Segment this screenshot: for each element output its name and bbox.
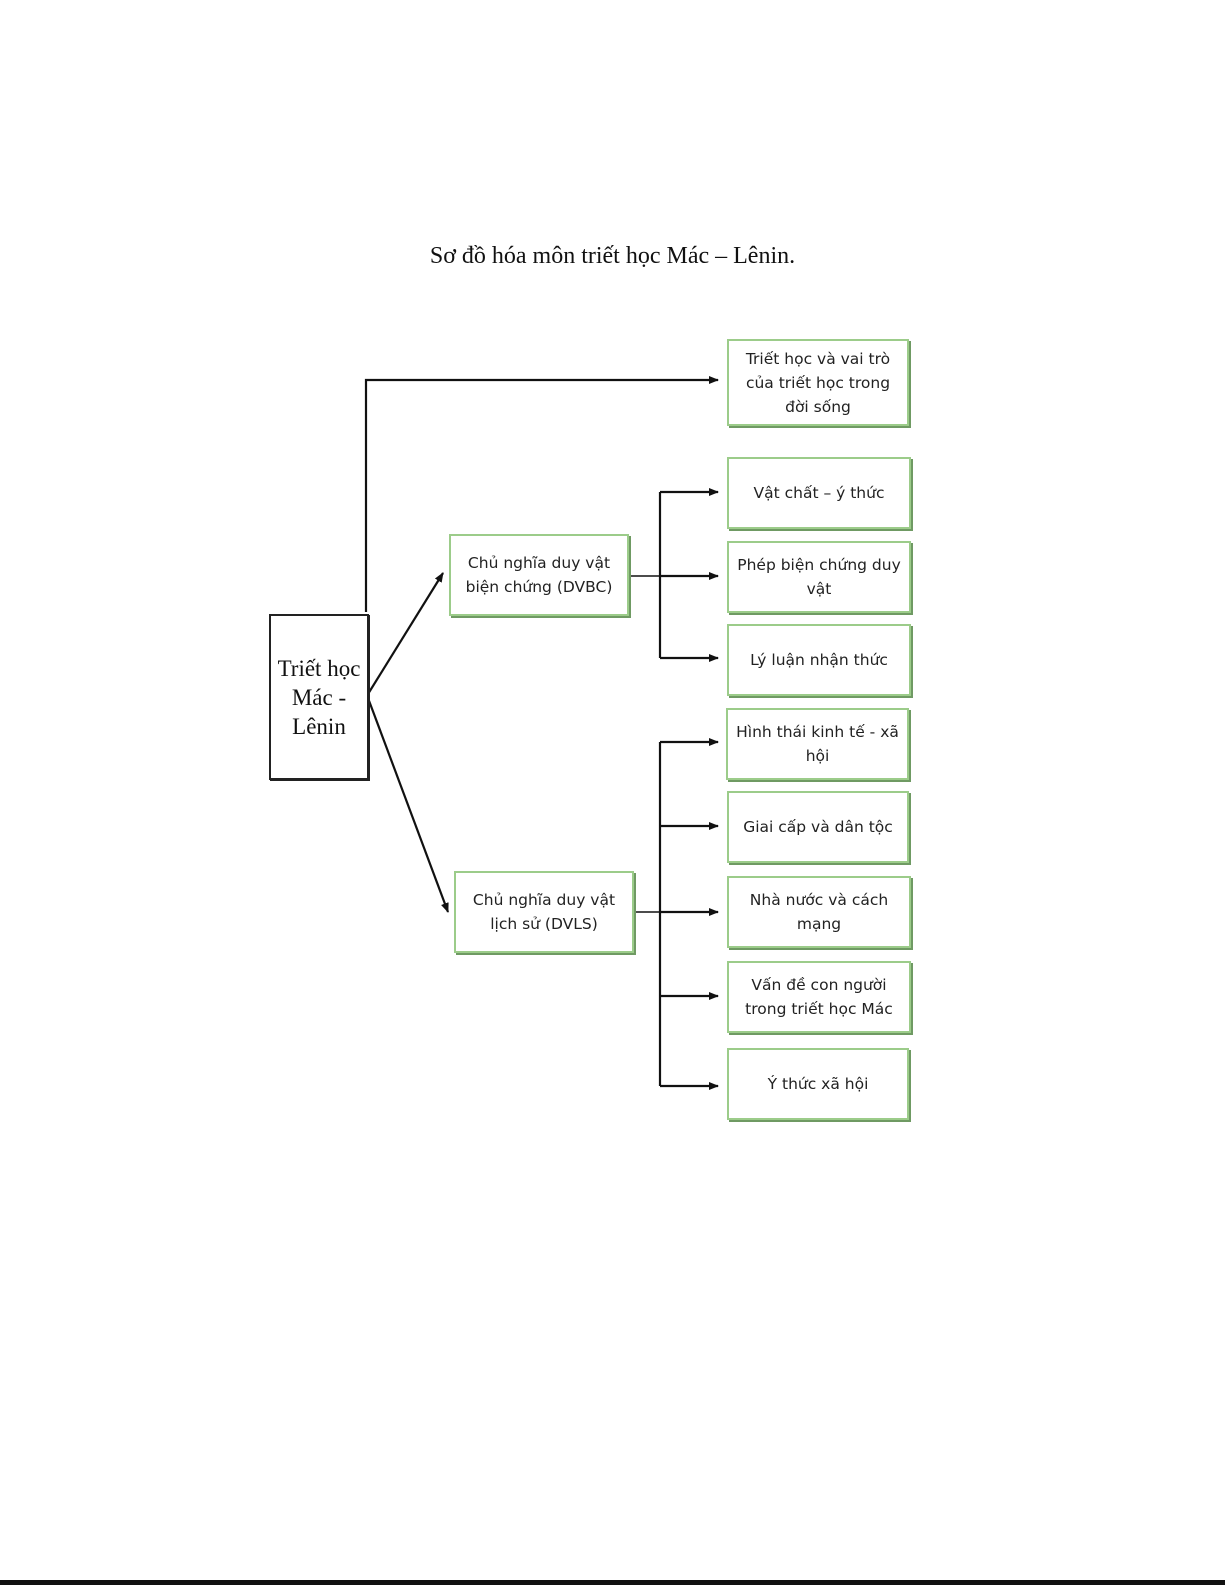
- node-dvbc-child: Phép biện chứng duy vật: [727, 541, 911, 613]
- root-label: Triết học Mác - Lênin: [277, 655, 361, 739]
- node-dvbc: Chủ nghĩa duy vật biện chứng (DVBC): [449, 534, 629, 616]
- node-dvls-child: Nhà nước và cách mạng: [727, 876, 911, 948]
- node-dvbc-child-label: Vật chất – ý thức: [753, 484, 885, 502]
- node-dvbc-child-label: Phép biện chứng duy vật: [737, 556, 901, 598]
- node-dvls-child-label: Giai cấp và dân tộc: [743, 818, 893, 836]
- page-edge-rule: [0, 1580, 1225, 1585]
- node-dvls-child-label: Vấn đề con người trong triết học Mác: [745, 976, 893, 1018]
- node-dvbc-child-label: Lý luận nhận thức: [750, 651, 888, 669]
- node-dvls: Chủ nghĩa duy vật lịch sử (DVLS): [454, 871, 634, 953]
- node-dvls-child-label: Hình thái kinh tế - xã hội: [736, 723, 899, 765]
- node-dvls-child-label: Ý thức xã hội: [767, 1075, 869, 1093]
- node-dvls-child: Ý thức xã hội: [727, 1048, 909, 1120]
- node-dvls-label: Chủ nghĩa duy vật lịch sử (DVLS): [472, 891, 616, 933]
- node-dvbc-label: Chủ nghĩa duy vật biện chứng (DVBC): [465, 554, 613, 596]
- connector-root-to-top: [364, 376, 719, 612]
- connector-root-to-dvbc: [367, 572, 444, 695]
- diagram-title: Sơ đồ hóa môn triết học Mác – Lênin.: [429, 243, 796, 269]
- node-dvls-child: Giai cấp và dân tộc: [727, 791, 909, 863]
- node-dvls-child: Hình thái kinh tế - xã hội: [726, 708, 909, 780]
- node-philosophy-role: Triết học và vai trò của triết học trong…: [727, 339, 909, 426]
- node-dvbc-child: Lý luận nhận thức: [727, 624, 911, 696]
- connector-root-to-dvls: [366, 697, 450, 913]
- node-philosophy-role-label: Triết học và vai trò của triết học trong…: [745, 349, 891, 416]
- node-dvls-child: Vấn đề con người trong triết học Mác: [727, 961, 911, 1033]
- node-dvbc-child: Vật chất – ý thức: [727, 457, 911, 529]
- node-dvls-child-label: Nhà nước và cách mạng: [749, 891, 889, 933]
- root-node: Triết học Mác - Lênin: [269, 614, 369, 780]
